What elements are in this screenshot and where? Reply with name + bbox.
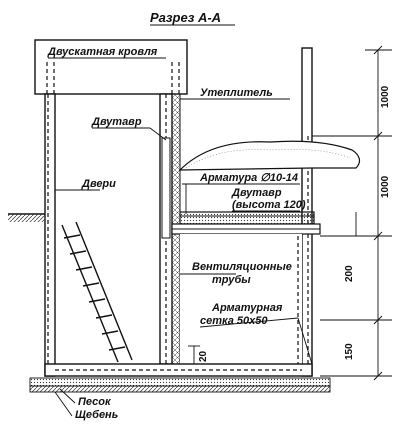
door-area <box>55 164 160 364</box>
dim-1000-mid: 1000 <box>380 175 391 198</box>
gravel-layer <box>29 385 331 393</box>
ibeam-left <box>161 137 171 239</box>
sand-layer <box>29 377 331 387</box>
ibeam-right-label-2: (высота 120) <box>232 199 306 211</box>
ibeam-left-label: Двутавр <box>91 116 142 128</box>
mesh-label-2: сетка 50х50 <box>200 315 268 327</box>
roof-label: Двускатная кровля <box>47 46 158 58</box>
ground-left-hatch <box>8 214 45 222</box>
insulation-label: Утеплитель <box>200 87 273 99</box>
gravel-label: Щебень <box>75 409 118 421</box>
dim-1000-top: 1000 <box>380 85 391 108</box>
sand-leader <box>59 388 76 404</box>
mesh-leader <box>297 317 313 365</box>
roof-slab <box>179 211 315 225</box>
gravel-leader <box>54 391 73 417</box>
ibeam-left-leader <box>149 127 167 141</box>
roof-box <box>34 39 188 95</box>
dim-200: 200 <box>344 265 355 282</box>
mesh-label-1: Арматурная <box>211 302 283 314</box>
door-label: Двери <box>81 178 116 190</box>
vent-label-2: трубы <box>212 274 251 286</box>
lower-room <box>180 234 302 364</box>
mound-texture <box>185 148 351 169</box>
section-title: Разрез А-А <box>150 10 221 25</box>
floor-slab <box>44 363 313 377</box>
left-wall <box>44 93 56 377</box>
ibeam-right-label-1: Двутавр <box>231 187 282 199</box>
ladder <box>61 221 133 363</box>
vent-label-1: Вентиляционные <box>192 261 292 273</box>
earth-mound <box>178 140 361 171</box>
dim-150: 150 <box>344 343 355 360</box>
rebar-label: Арматура ∅10-14 <box>199 172 298 184</box>
dim-20: 20 <box>198 350 209 362</box>
sand-label: Песок <box>78 396 112 408</box>
mesh-underline <box>199 317 299 328</box>
